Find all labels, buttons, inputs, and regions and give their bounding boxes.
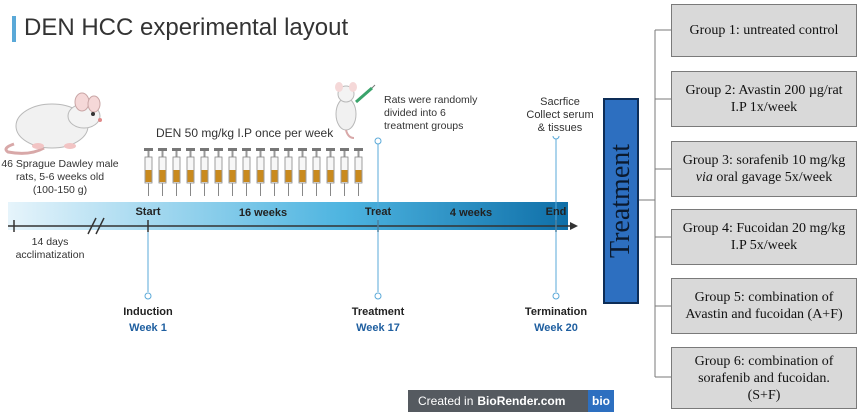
den-dosing-text: DEN 50 mg/kg I.P once per week — [156, 126, 334, 140]
group-3-box: Group 3: sorafenib 10 mg/kg via oral gav… — [671, 141, 857, 197]
timeline-svg — [8, 136, 578, 300]
randomized-text: Rats were randomly divided into 6 treatm… — [384, 94, 478, 132]
rats-description: 46 Sprague Dawley male rats, 5-6 weeks o… — [1, 158, 119, 196]
group-6-box: Group 6: combination of sorafenib and fu… — [671, 347, 857, 409]
milestone-induction: Induction Week 1 — [123, 306, 173, 334]
break-mark — [87, 217, 97, 235]
syringe-row — [144, 148, 364, 197]
timeline-treat-label: Treat — [364, 206, 392, 218]
timeline-start-label: Start — [135, 206, 161, 218]
group-1-box: Group 1: untreated control — [671, 4, 857, 57]
group-5-box: Group 5: combination of Avastin and fuco… — [671, 278, 857, 334]
title-accent-bar — [12, 16, 16, 42]
group-4-box: Group 4: Fucoidan 20 mg/kg I.P 5x/week — [671, 209, 857, 265]
page-title: DEN HCC experimental layout — [24, 14, 349, 41]
treatment-label: Treatment — [605, 143, 637, 259]
timeline-16-weeks-label: 16 weeks — [238, 207, 288, 219]
group-2-box: Group 2: Avastin 200 µg/rat I.P 1x/week — [671, 71, 857, 127]
timeline-end-label: End — [545, 206, 567, 218]
timeline-arrowhead — [570, 222, 578, 230]
biorender-badge[interactable]: bio — [588, 390, 614, 412]
milestone-termination: Termination Week 20 — [524, 306, 588, 334]
treatment-box: Treatment — [603, 98, 639, 304]
rat-injection-icon — [335, 82, 376, 139]
timeline-4-weeks-label: 4 weeks — [449, 207, 493, 219]
group-connectors — [639, 29, 671, 378]
milestone-treatment: Treatment Week 17 — [351, 306, 405, 334]
group-3-line-2: via oral gavage 5x/week — [695, 170, 833, 185]
rat-icon — [4, 92, 102, 155]
acclimatization-text: 14 days acclimatization — [15, 236, 85, 261]
sacrifice-text: Sacrfice Collect serum & tissues — [526, 96, 594, 134]
